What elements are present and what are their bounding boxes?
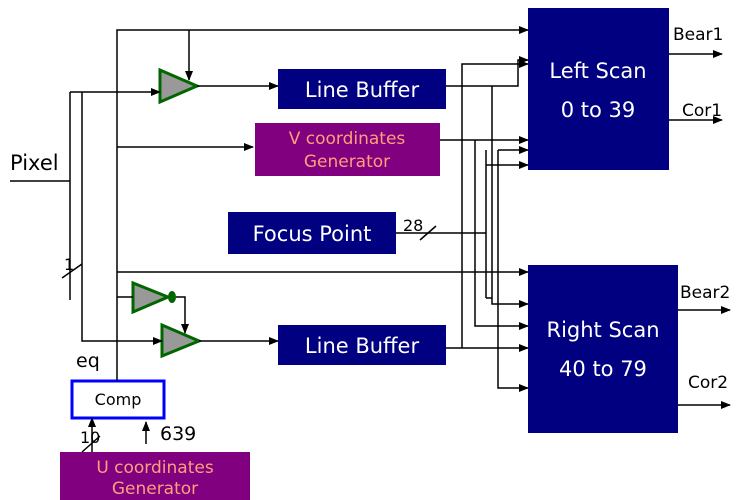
one-label: 1 — [64, 255, 74, 274]
line-buffer-bottom-label: Line Buffer — [305, 334, 420, 358]
right-scan-label-2: 40 to 79 — [559, 357, 647, 381]
line-buffer-top — [278, 69, 446, 109]
bear2-label: Bear2 — [680, 283, 730, 303]
u-coordinates-generator — [60, 452, 250, 500]
bus-slash-28 — [419, 225, 437, 241]
comp-block — [70, 379, 166, 420]
gate-top — [158, 67, 201, 105]
line-buffer-bottom — [278, 325, 446, 365]
cor2-label: Cor2 — [688, 373, 728, 393]
left-scan-block — [528, 8, 669, 170]
inverter-bubble — [168, 291, 176, 303]
bus-slash-1 — [61, 263, 83, 279]
focus-point-label: Focus Point — [253, 222, 372, 246]
focus-point-block — [228, 212, 396, 254]
v-coordinates-generator — [255, 123, 440, 176]
right-scan-label-1: Right Scan — [546, 318, 659, 342]
cor1-label: Cor1 — [682, 101, 722, 121]
gate-bottom — [160, 322, 203, 359]
v-gen-label-2: Generator — [304, 152, 390, 172]
u-gen-label-1: U coordinates — [96, 458, 214, 478]
twenty-eight-label: 28 — [403, 216, 423, 235]
gate-inverter — [131, 280, 172, 315]
six-three-nine-label: 639 — [160, 423, 196, 445]
u-gen-label-2: Generator — [112, 479, 198, 499]
pixel-label: Pixel — [10, 151, 59, 175]
bear1-label: Bear1 — [673, 25, 723, 45]
comp-label: Comp — [95, 390, 142, 409]
eq-label: eq — [76, 350, 100, 372]
ten-label: 10 — [80, 428, 100, 447]
left-scan-label-2: 0 to 39 — [561, 98, 636, 122]
v-gen-label-1: V coordinates — [289, 129, 406, 149]
right-scan-block — [528, 265, 678, 433]
left-scan-label-1: Left Scan — [549, 59, 646, 83]
line-buffer-top-label: Line Buffer — [305, 78, 420, 102]
